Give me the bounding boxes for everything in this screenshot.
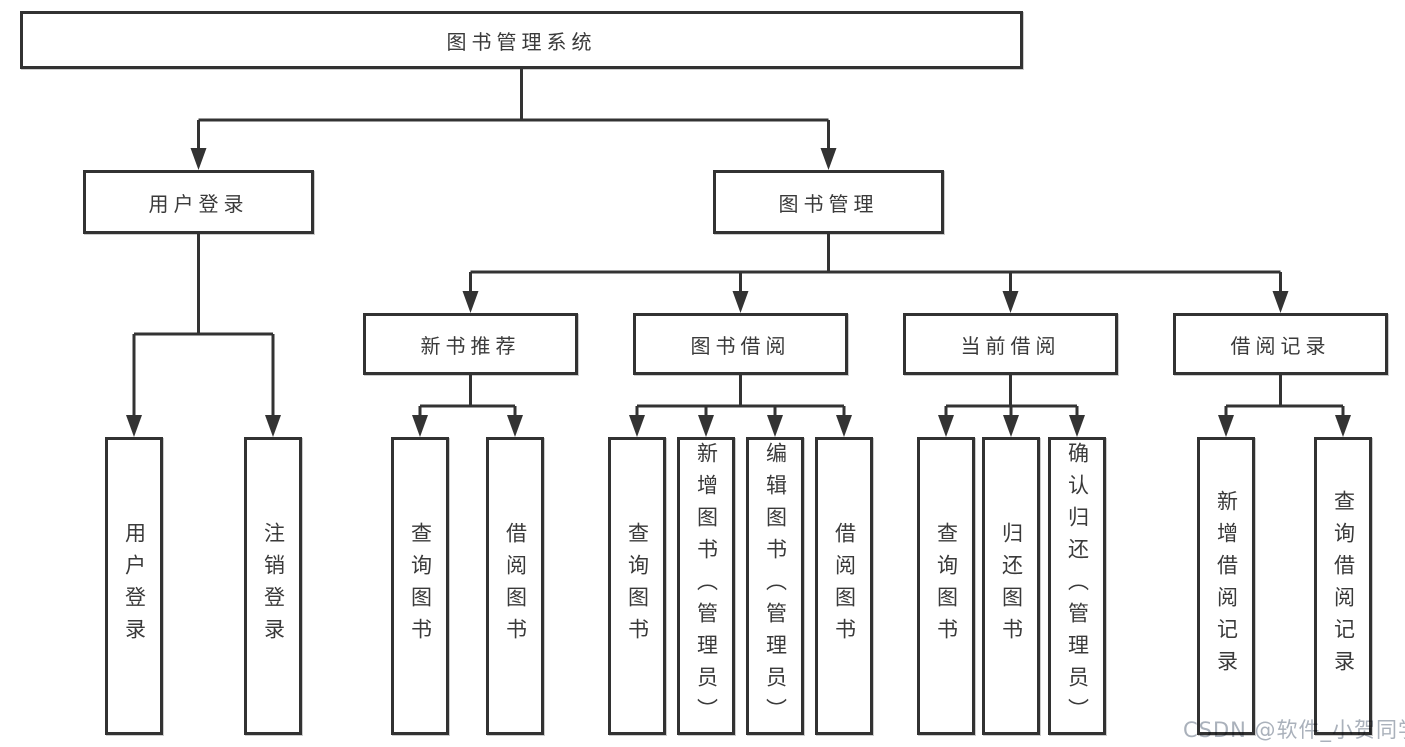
leaf-borrow-book-2: 借阅图书 [815,437,873,735]
leaf-query-book-1: 查询图书 [391,437,449,735]
arrowheads-borrow-record-leaves [1218,415,1351,437]
connector-user-login-branch [132,233,275,418]
csdn-watermark: CSDN @软件_小贺同学 [1183,718,1405,742]
leaf-add-book-admin: 新增图书（管理员） [677,437,735,735]
arrowheads-new-book-leaves [412,415,523,437]
connector-current-borrow-group [944,374,1079,418]
leaf-confirm-return-admin: 确认归还（管理员） [1048,437,1106,735]
arrowheads-user-login-leaves [126,415,281,437]
connector-book-borrow-group [635,374,846,418]
connector-new-book-group [418,374,517,418]
node-root: 图书管理系统 [20,11,1023,69]
leaf-edit-book-admin: 编辑图书（管理员） [746,437,804,735]
connector-book-mgmt-branch [469,233,1282,294]
leaf-add-borrow-record: 新增借阅记录 [1197,437,1255,735]
leaf-logout: 注销登录 [244,437,302,735]
leaf-query-borrow-record: 查询借阅记录 [1314,437,1372,735]
node-user-login: 用户登录 [83,170,314,234]
leaf-user-login: 用户登录 [105,437,163,735]
connector-borrow-record-group [1224,374,1345,418]
arrowheads-level2 [190,148,837,170]
node-current-borrow: 当前借阅 [903,313,1118,375]
connector-root-to-level2 [197,68,830,150]
node-book-borrow: 图书借阅 [633,313,848,375]
arrowheads-book-borrow-leaves [629,415,852,437]
node-book-management: 图书管理 [713,170,944,234]
leaf-query-book-3: 查询图书 [917,437,975,735]
leaf-query-book-2: 查询图书 [608,437,666,735]
leaf-return-book: 归还图书 [982,437,1040,735]
arrowheads-level3 [462,291,1289,313]
arrowheads-current-borrow-leaves [938,415,1085,437]
node-new-book-recommend: 新书推荐 [363,313,578,375]
node-borrow-record: 借阅记录 [1173,313,1388,375]
leaf-borrow-book-1: 借阅图书 [486,437,544,735]
